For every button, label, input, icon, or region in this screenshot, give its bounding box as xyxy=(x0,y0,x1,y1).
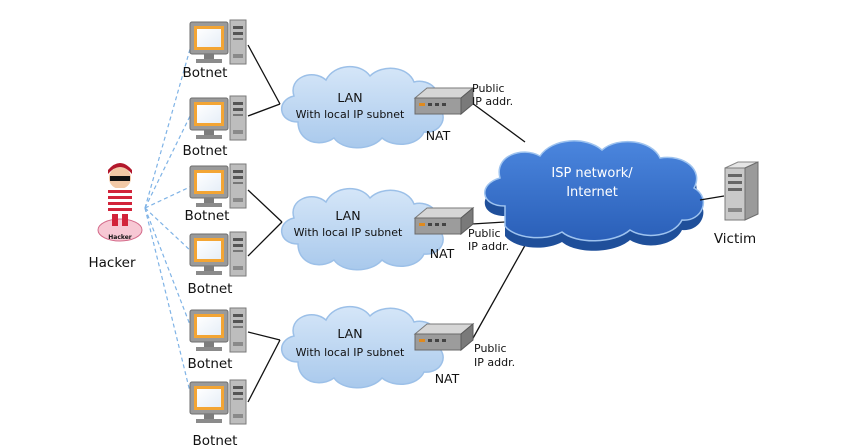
lan-title: LAN xyxy=(335,208,360,223)
victim-server-icon xyxy=(724,161,759,221)
victim-link xyxy=(699,195,725,201)
botnet-4: Botnet xyxy=(188,231,247,297)
nat-label: NAT xyxy=(426,128,451,143)
lan-cloud-2: LAN With local IP subnet xyxy=(280,187,444,271)
botnet-label: Botnet xyxy=(183,65,228,81)
nat-label: NAT xyxy=(430,246,455,261)
botnet-6: Botnet xyxy=(189,379,247,448)
botnet-5: Botnet xyxy=(188,307,247,372)
nat-label: NAT xyxy=(435,371,460,386)
public-ip-label: Public xyxy=(472,82,505,95)
botnet-2: Botnet xyxy=(183,95,247,159)
lan-title: LAN xyxy=(337,90,362,105)
nat-3: NAT Public IP addr. xyxy=(414,323,515,386)
isp-cloud: ISP network/ Internet xyxy=(484,140,705,251)
botnet-label: Botnet xyxy=(185,208,230,224)
public-ip-label: IP addr. xyxy=(472,95,513,108)
botnet-1: Botnet xyxy=(183,19,247,81)
network-links xyxy=(247,44,529,403)
botnet-label: Botnet xyxy=(188,356,233,372)
public-ip-label: IP addr. xyxy=(474,356,515,369)
botnet-label: Botnet xyxy=(188,281,233,297)
isp-line2: Internet xyxy=(566,185,618,200)
victim-label: Victim xyxy=(714,231,756,247)
nat-1: NAT Public IP addr. xyxy=(414,82,513,143)
lan-subtitle: With local IP subnet xyxy=(294,226,403,239)
botnet-label: Botnet xyxy=(183,143,228,159)
botnet-3: Botnet xyxy=(185,163,247,224)
computer-icon xyxy=(189,95,247,141)
computer-icon xyxy=(189,163,247,209)
lan-cloud-3: LAN With local IP subnet xyxy=(280,305,444,389)
hacker-links xyxy=(144,41,193,401)
lan-cloud-1: LAN With local IP subnet xyxy=(280,65,444,149)
computer-icon xyxy=(189,231,247,277)
computer-icon xyxy=(189,307,247,353)
public-ip-label: IP addr. xyxy=(468,240,509,253)
lan-subtitle: With local IP subnet xyxy=(296,346,405,359)
hacker-icon xyxy=(97,163,143,242)
nat-2: NAT Public IP addr. xyxy=(414,207,509,261)
public-ip-label: Public xyxy=(468,227,501,240)
computer-icon xyxy=(189,19,247,65)
botnet-label: Botnet xyxy=(193,433,238,448)
computer-icon xyxy=(189,379,247,425)
router-icon xyxy=(414,323,474,351)
public-ip-label: Public xyxy=(474,342,507,355)
hacker-badge: Hacker xyxy=(108,234,132,241)
isp-line1: ISP network/ xyxy=(551,166,633,181)
router-icon xyxy=(414,207,474,235)
lan-title: LAN xyxy=(337,326,362,341)
hacker-label: Hacker xyxy=(88,255,135,271)
lan-subtitle: With local IP subnet xyxy=(296,108,405,121)
router-icon xyxy=(414,87,474,115)
